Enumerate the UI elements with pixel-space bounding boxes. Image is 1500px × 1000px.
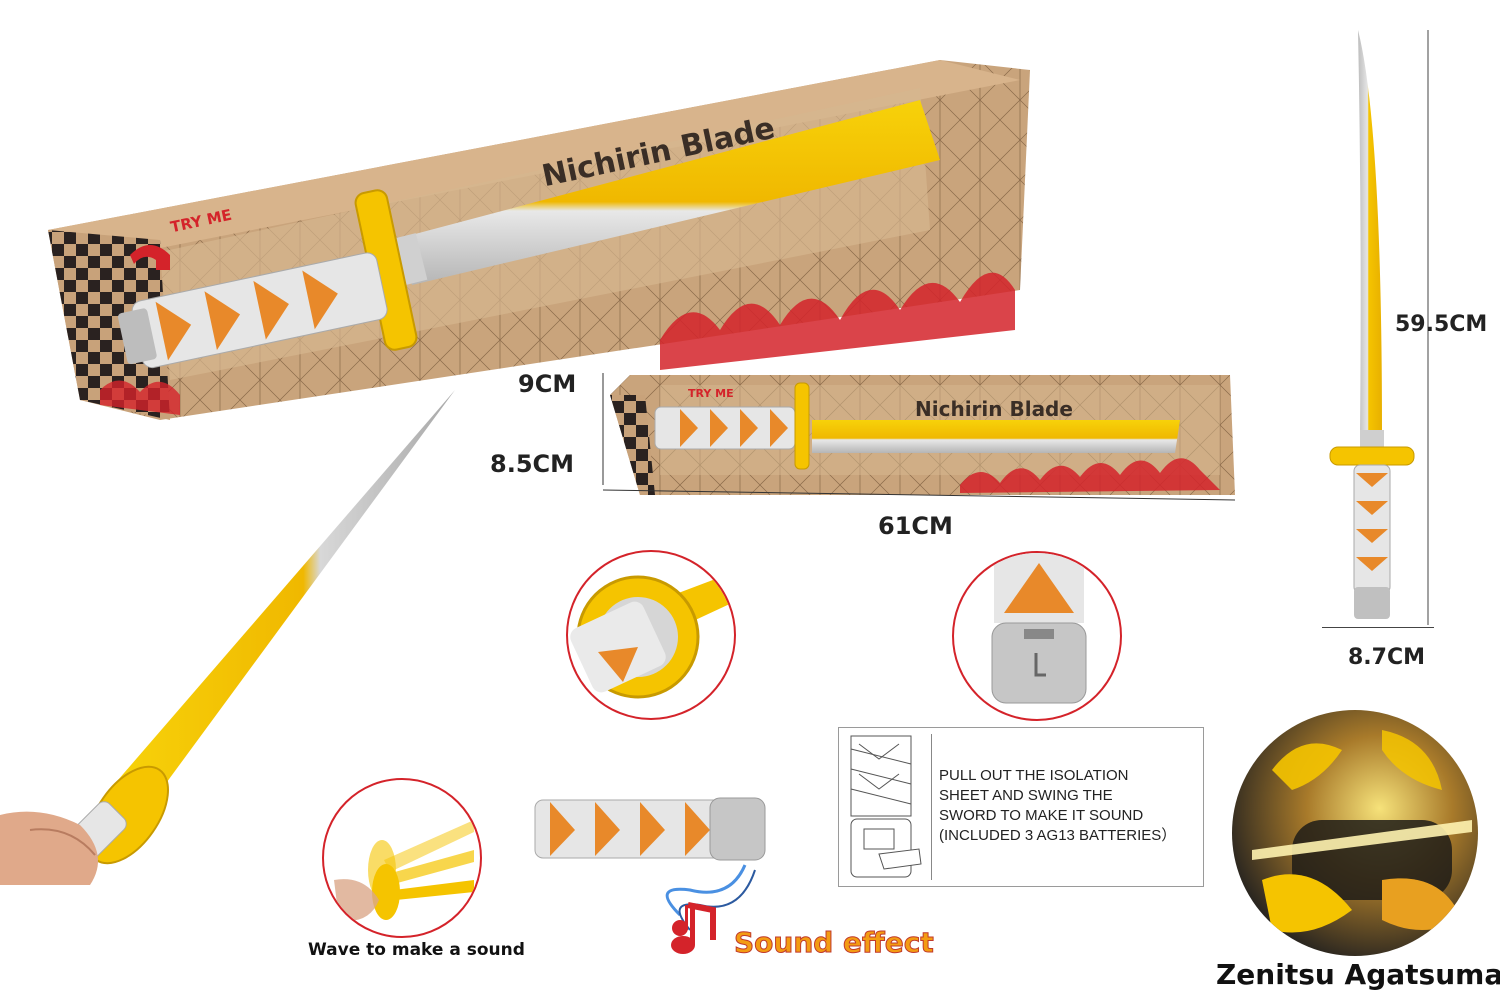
- guard-detail-illustration: [570, 572, 734, 699]
- hand-holding-sword-photo: [0, 385, 470, 885]
- wave-caption: Wave to make a sound: [308, 940, 525, 960]
- instruction-divider: [931, 734, 932, 880]
- instruction-text: PULL OUT THE ISOLATION SHEET AND SWING T…: [939, 766, 1176, 846]
- character-art-circle: [1232, 710, 1478, 956]
- instruction-line-2: SHEET AND SWING THE: [939, 787, 1113, 804]
- vertical-guard-dimension-line: [1322, 627, 1434, 628]
- boxed-product-photo: Nichirin Blade TRY ME: [40, 40, 1040, 440]
- dimension-length: 61CM: [878, 512, 953, 540]
- instruction-line-4: (INCLUDED 3 AG13 BATTERIES）: [939, 827, 1177, 844]
- instruction-diagram-illustration: [850, 735, 922, 878]
- small-box-illustration: [602, 373, 1236, 501]
- boxed-product-dimension-photo: Nichirin Blade TRY ME: [600, 365, 1250, 505]
- instruction-line-1: PULL OUT THE ISOLATION: [939, 767, 1129, 784]
- vertical-sword-photo: [1320, 25, 1440, 625]
- dimension-height-bottom: 8.5CM: [490, 450, 575, 478]
- hand-sword-illustration: [0, 390, 455, 885]
- character-name: Zenitsu Agatsuma: [1216, 958, 1500, 991]
- music-note-icon: [668, 900, 718, 960]
- vertical-sword-illustration: [1329, 30, 1429, 625]
- wave-demo-circle: [322, 778, 482, 938]
- pommel-detail-circle: [952, 551, 1122, 721]
- instruction-diagram: [849, 734, 929, 880]
- small-box-title: Nichirin Blade: [915, 397, 1073, 421]
- small-box-try-me: TRY ME: [688, 387, 734, 400]
- instruction-line-3: SWORD TO MAKE IT SOUND: [939, 807, 1144, 824]
- dimension-height-top: 9CM: [518, 370, 577, 398]
- wave-demo-illustration: [334, 820, 474, 921]
- pommel-detail-illustration: [991, 553, 1087, 704]
- sound-effect-label: Sound effect: [734, 926, 935, 960]
- battery-instruction-box: PULL OUT THE ISOLATION SHEET AND SWING T…: [838, 727, 1204, 887]
- dimension-sword-length: 59.5CM: [1395, 312, 1488, 337]
- character-art-illustration: [1252, 730, 1472, 933]
- box-illustration: [48, 60, 1030, 420]
- dimension-guard-width: 8.7CM: [1348, 645, 1426, 670]
- handle-sound-illustration: [534, 797, 766, 936]
- handle-sound-photo: [530, 790, 770, 940]
- guard-detail-circle: [566, 550, 736, 720]
